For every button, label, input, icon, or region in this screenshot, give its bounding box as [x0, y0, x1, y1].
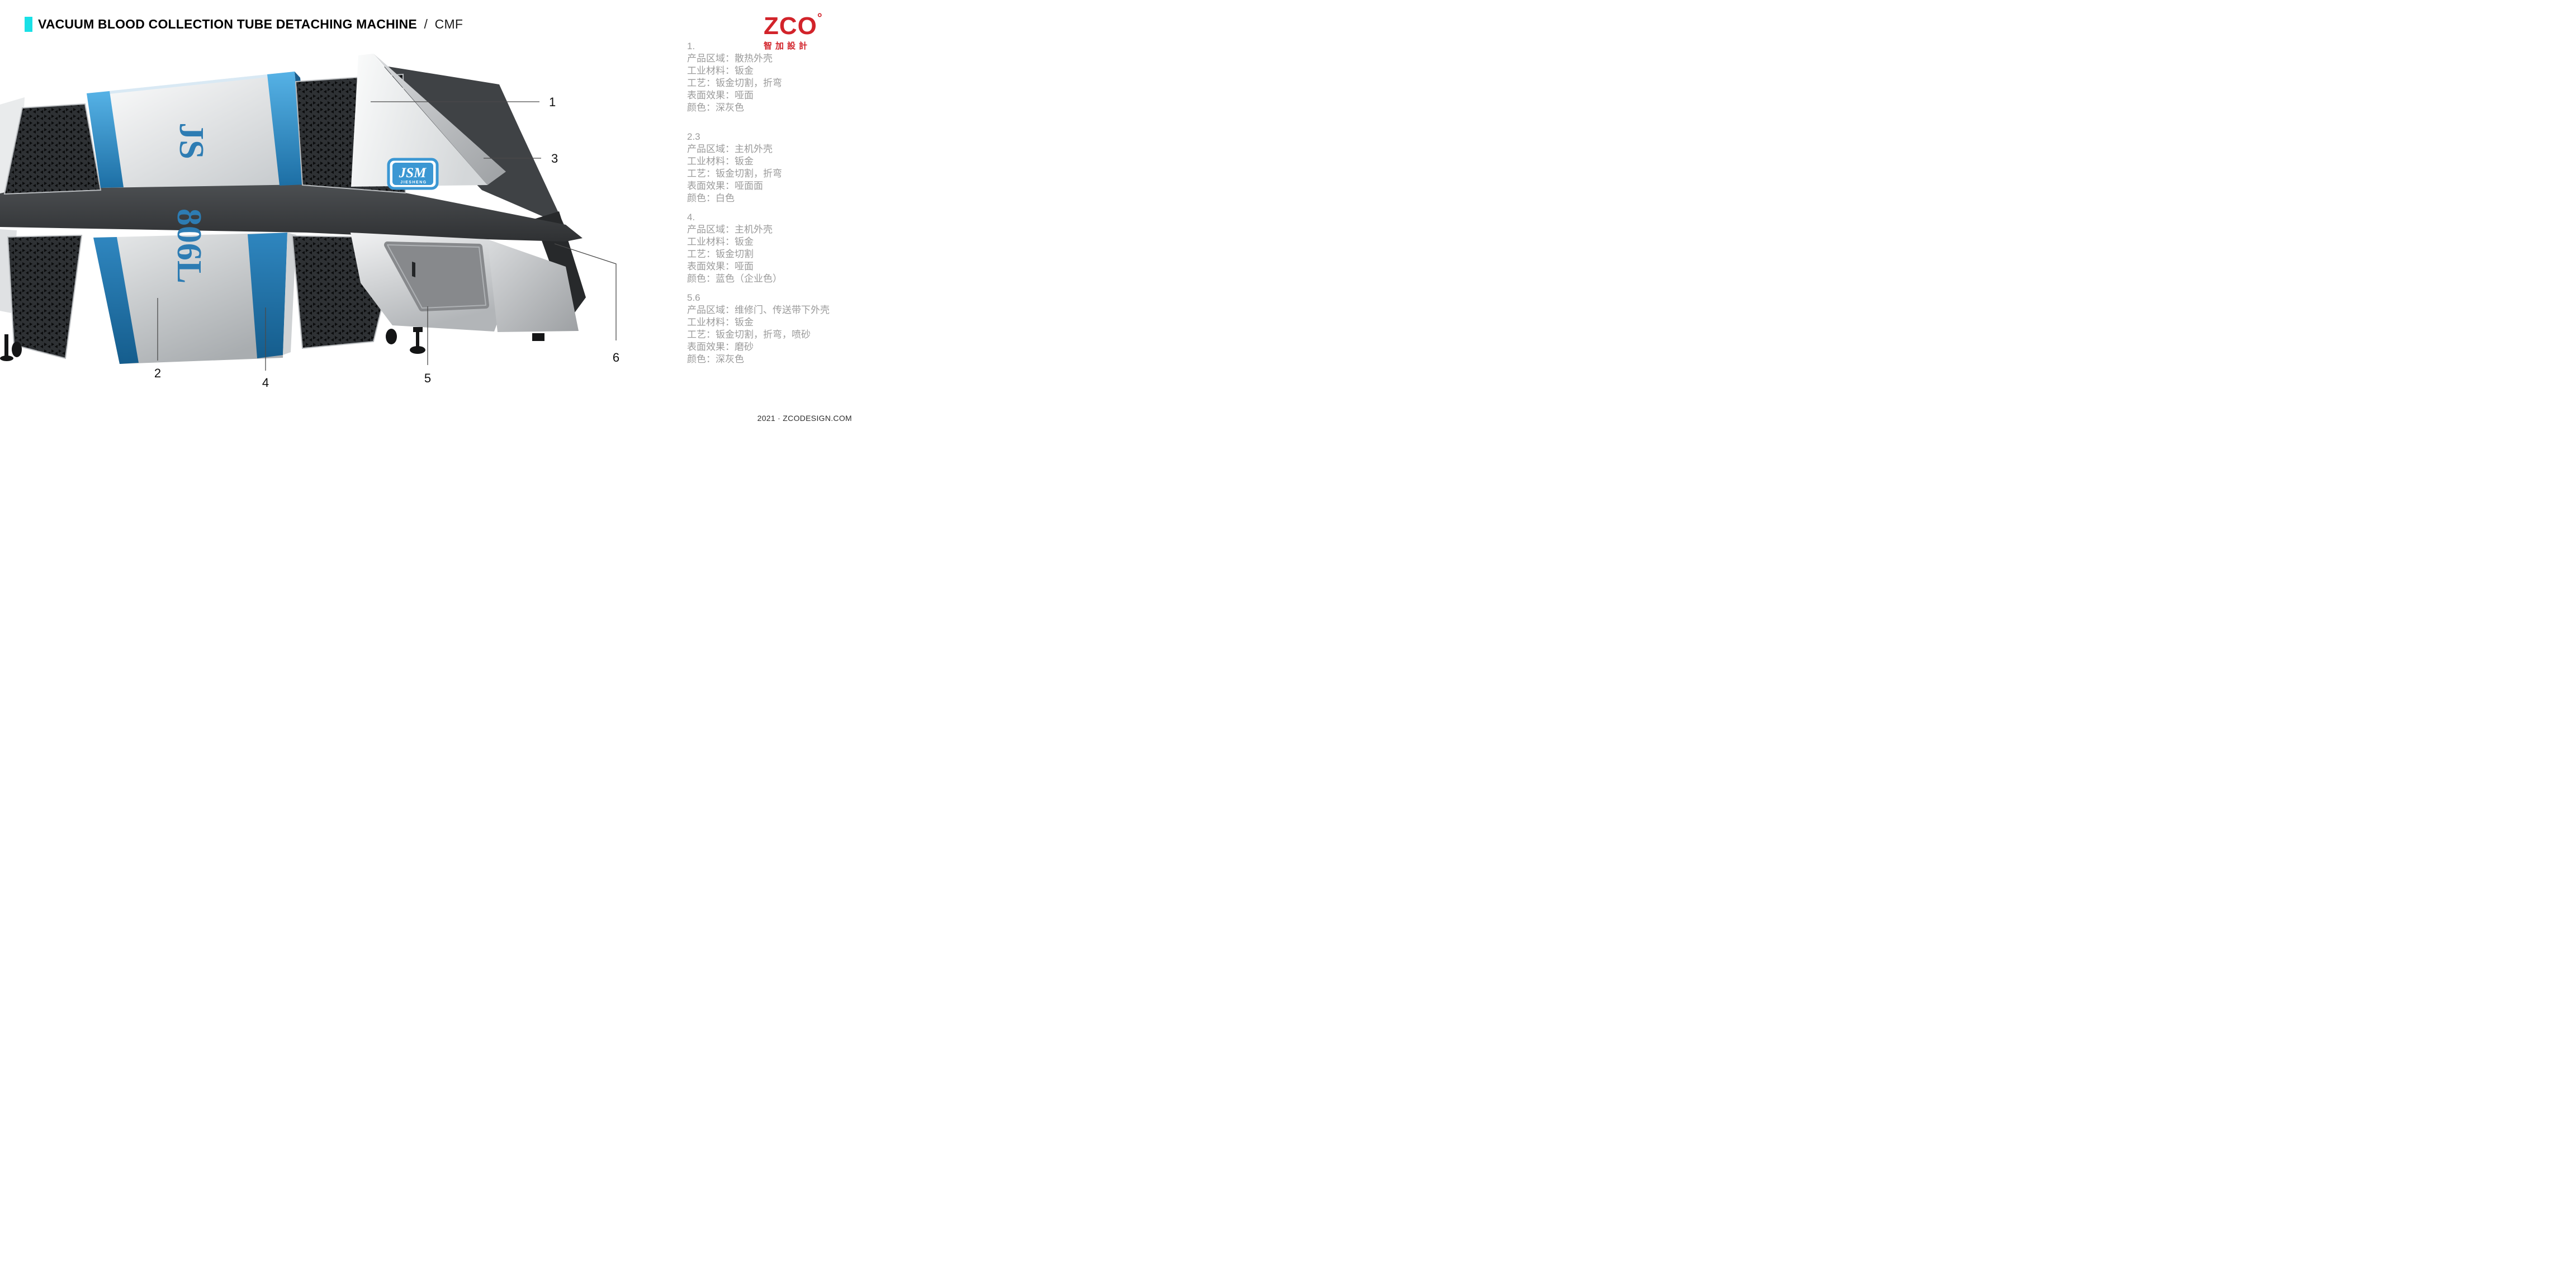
callout-number-1: 1: [549, 95, 556, 109]
spec-id: 1.: [687, 41, 695, 51]
caster-left: [12, 342, 22, 357]
jsm-badge-text: JSM: [399, 165, 427, 181]
mesh-upper-left: [3, 103, 102, 195]
conveyor-band: [0, 184, 583, 242]
spec-block-1: 1. 产品区域：散热外壳 工业材料：钣金 工艺：钣金切割，折弯 表面效果：哑面 …: [687, 40, 782, 114]
spec-line: 颜色：深灰色: [687, 354, 744, 364]
spec-line: 表面效果：哑面面: [687, 181, 763, 191]
title-separator: /: [424, 17, 428, 31]
tower-front-face: [351, 54, 487, 187]
spec-line: 颜色：蓝色（企业色）: [687, 273, 782, 284]
spec-id: 5.6: [687, 292, 700, 303]
foot-mid-disc: [410, 346, 425, 354]
tower-side-face: [373, 54, 506, 185]
right-module: [351, 233, 579, 332]
spec-line: 工艺：钣金切割，折弯，喷砂: [687, 329, 811, 340]
tower: JSM JIESHENG: [351, 54, 506, 190]
spec-block-5-6: 5.6 产品区域：维修门、传送带下外壳 工业材料：钣金 工艺：钣金切割，折弯，喷…: [687, 292, 830, 366]
spec-line: 工业材料：钣金: [687, 65, 754, 76]
spec-line: 工业材料：钣金: [687, 236, 754, 247]
zco-wordmark: ZCO°: [764, 6, 853, 39]
spec-line: 工业材料：钣金: [687, 156, 754, 167]
spec-line: 产品区域：主机外壳: [687, 224, 773, 235]
title-main: VACUUM BLOOD COLLECTION TUBE DETACHING M…: [38, 17, 417, 31]
mesh-lower-left: [7, 234, 83, 359]
foot-mid-nut: [413, 327, 423, 332]
spec-line: 表面效果：磨砂: [687, 342, 754, 352]
machine-render: JS 806L JSM JIESHENG: [0, 0, 648, 429]
callout-number-2: 2: [154, 366, 161, 380]
door-handle-slot: [412, 262, 415, 277]
caster-mid: [386, 329, 397, 344]
foot-mid-stem: [416, 330, 419, 348]
feet: [0, 327, 544, 361]
spec-block-4: 4. 产品区域：主机外壳 工业材料：钣金 工艺：钣金切割 表面效果：哑面 颜色：…: [687, 211, 782, 285]
spec-line: 产品区域：主机外壳: [687, 144, 773, 154]
footer-credit: 2021 · ZCODESIGN.COM: [757, 414, 852, 423]
spec-line: 颜色：白色: [687, 193, 735, 203]
blue-stripe-lower-right: [248, 233, 287, 358]
callout-line-6: [554, 243, 617, 340]
upper-main-panel: JS: [87, 72, 311, 188]
foot-right: [532, 333, 544, 341]
callout-number-6: 6: [613, 351, 619, 364]
blue-stripe-upper-left: [87, 91, 124, 188]
foot-left-disc: [0, 356, 13, 361]
spec-block-2-3: 2.3 产品区域：主机外壳 工业材料：钣金 工艺：钣金切割，折弯 表面效果：哑面…: [687, 131, 782, 205]
spec-id: 4.: [687, 212, 695, 222]
spec-line: 工业材料：钣金: [687, 317, 754, 328]
zco-chinese-text: 智加設計: [764, 41, 811, 51]
machine-svg: JS 806L JSM JIESHENG: [0, 54, 619, 390]
jsm-badge-subtext: JIESHENG: [400, 181, 427, 184]
module-right-face: [487, 239, 579, 332]
spec-line: 产品区域：散热外壳: [687, 53, 773, 64]
callout-number-5: 5: [424, 371, 431, 385]
spec-line: 工艺：钣金切割，折弯: [687, 168, 782, 179]
callout-number-4: 4: [262, 376, 269, 390]
foot-left-stem: [4, 334, 8, 357]
spec-line: 工艺：钣金切割: [687, 249, 754, 259]
accent-square: [25, 17, 32, 32]
lower-main-panel: 806L: [93, 209, 296, 364]
page-title: VACUUM BLOOD COLLECTION TUBE DETACHING M…: [38, 17, 463, 32]
zco-brand-text: ZCO: [764, 12, 817, 40]
title-subtitle: CMF: [434, 17, 463, 31]
spec-line: 产品区域：维修门、传送带下外壳: [687, 305, 830, 315]
spec-line: 颜色：深灰色: [687, 102, 744, 113]
jsm-badge: JSM JIESHENG: [387, 158, 439, 190]
spec-line: 表面效果：哑面: [687, 261, 754, 272]
zco-logo: ZCO° 智加設計: [764, 6, 853, 51]
spec-id: 2.3: [687, 131, 700, 142]
blue-stripe-lower-left: [93, 237, 139, 364]
blue-stripe-upper-right: [267, 72, 305, 186]
page-header: VACUUM BLOOD COLLECTION TUBE DETACHING M…: [25, 17, 463, 32]
zco-degree-mark: °: [817, 11, 822, 25]
callout-number-3: 3: [551, 151, 558, 165]
model-text-upper: JS: [172, 122, 210, 159]
spec-line: 表面效果：哑面: [687, 90, 754, 101]
spec-line: 工艺：钣金切割，折弯: [687, 78, 782, 88]
model-text-lower: 806L: [170, 209, 208, 283]
